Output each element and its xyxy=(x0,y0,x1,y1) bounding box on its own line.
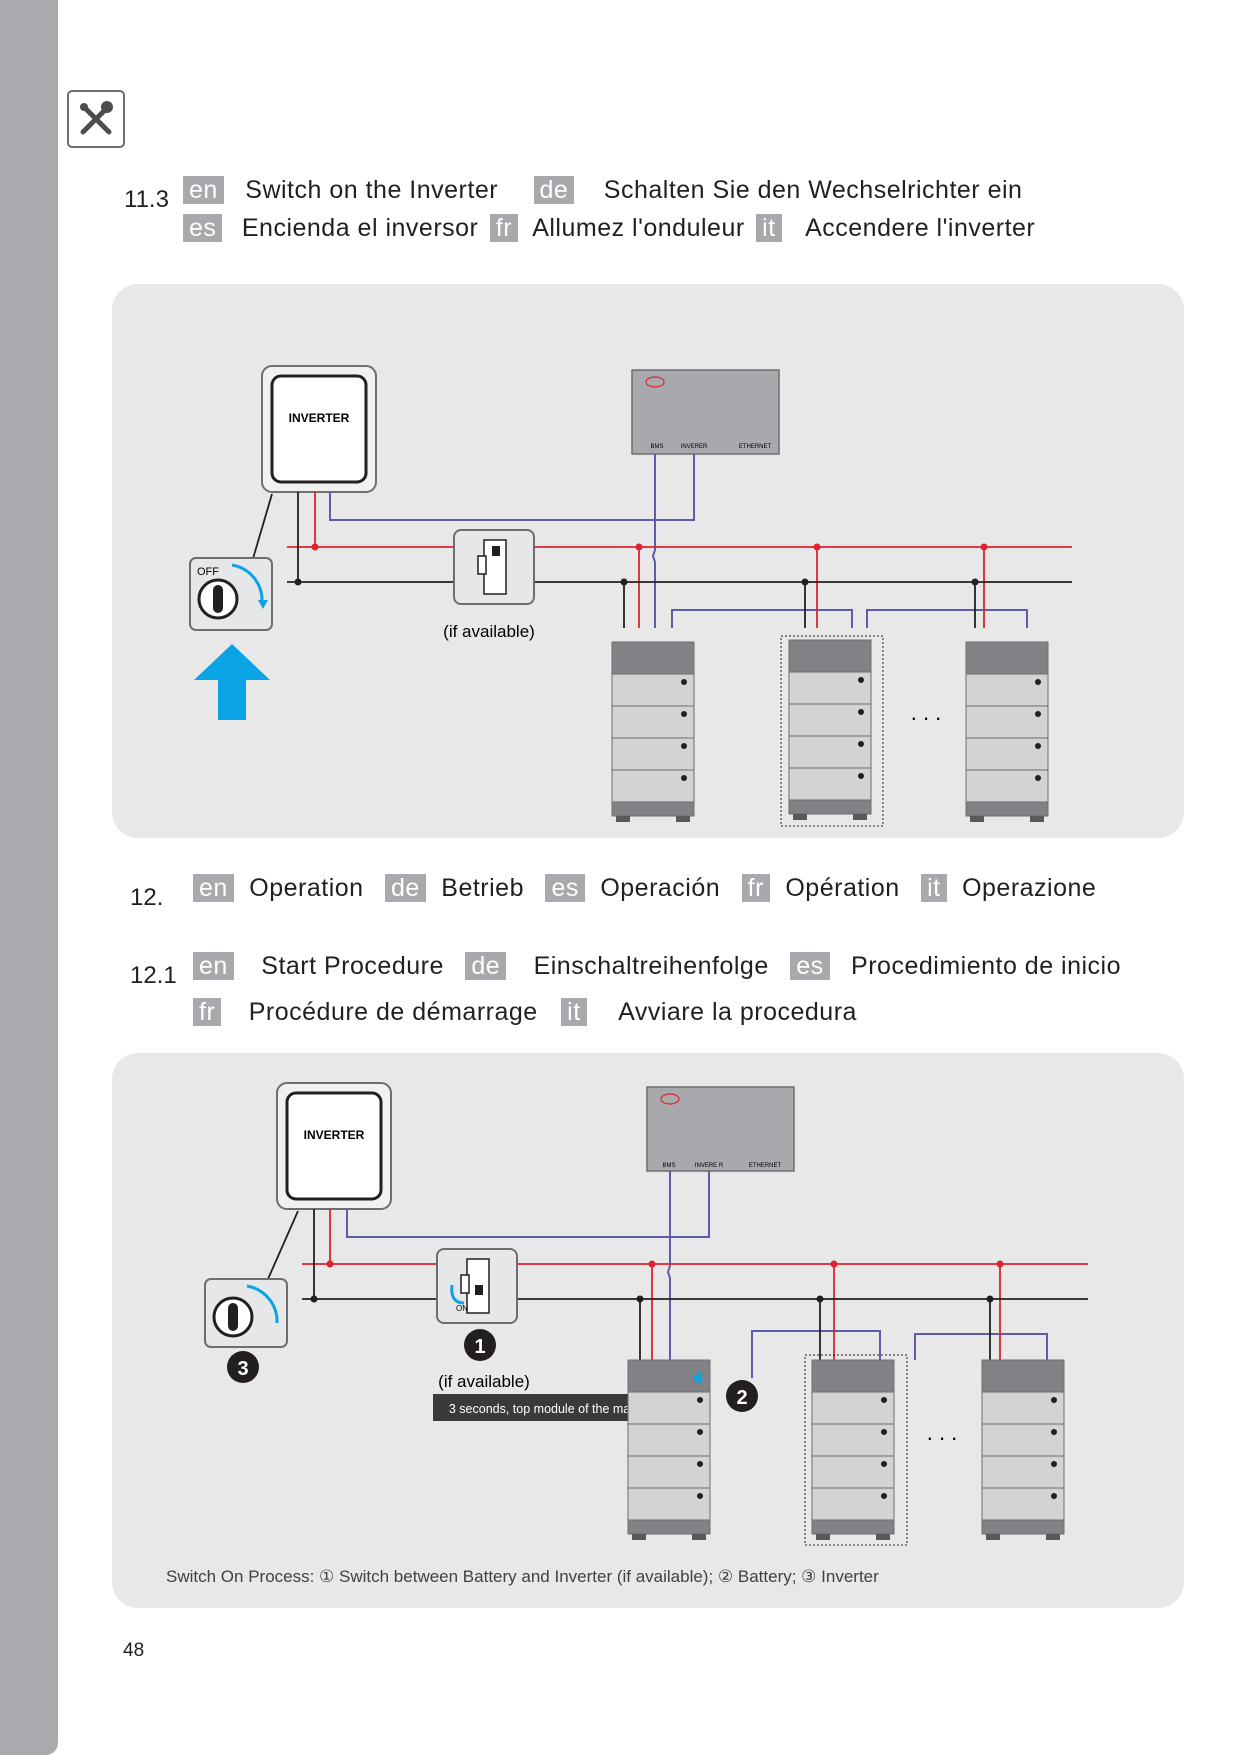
heading-de: Schalten Sie den Wechselrichter ein xyxy=(603,176,1023,204)
bmu-port-inverter: INVERER xyxy=(681,444,708,450)
heading-de: Einschaltreihenfolge xyxy=(533,952,769,980)
heading-es: Operación xyxy=(600,874,721,902)
lang-tag-en: en xyxy=(193,874,234,902)
lang-tag-de: de xyxy=(465,952,507,980)
bmu-port-inverter: INVERE R xyxy=(695,1163,724,1169)
heading-fr: Opération xyxy=(785,874,900,902)
heading-de: Betrieb xyxy=(441,874,524,902)
rotary-switch-icon: OFF xyxy=(189,557,273,631)
inverter-label: INVERTER xyxy=(289,411,350,425)
circuit-breaker-icon: ON xyxy=(436,1248,518,1324)
lang-tag-de: de xyxy=(385,874,426,902)
lang-tag-it: it xyxy=(561,998,587,1026)
lang-tag-en: en xyxy=(193,952,234,980)
side-bar xyxy=(0,0,58,1755)
lang-tag-fr: fr xyxy=(193,998,222,1026)
lang-tag-fr: fr xyxy=(489,214,519,242)
inverter-label: INVERTER xyxy=(304,1128,365,1142)
heading-en: Switch on the Inverter xyxy=(245,176,499,204)
heading-en: Operation xyxy=(249,874,364,902)
tools-icon xyxy=(67,90,125,148)
if-available-label: (if available) xyxy=(438,1372,530,1391)
heading-it: Accendere l'inverter xyxy=(805,214,1036,242)
bmu-box: BMS INVERER ETHERNET xyxy=(631,369,780,455)
heading-es: Procedimiento de inicio xyxy=(851,952,1122,980)
bmu-port-bms: BMS xyxy=(650,444,663,450)
battery-tower-3 xyxy=(981,1359,1065,1540)
heading-line-3: en Operation de Betrieb es Operación fr … xyxy=(193,874,1096,903)
tooltip-label: 3 seconds, top module of the master towe… xyxy=(449,1402,685,1416)
heading-it: Operazione xyxy=(962,874,1097,902)
lang-tag-de: de xyxy=(533,176,575,204)
lang-tag-es: es xyxy=(183,214,223,242)
up-arrow-icon xyxy=(194,644,270,720)
step-2-badge: 2 xyxy=(736,1387,747,1409)
lang-tag-es: es xyxy=(545,874,585,902)
heading-es: Encienda el inversor xyxy=(241,214,479,242)
heading-line-5: fr Procédure de démarrage it Avviare la … xyxy=(193,998,857,1027)
section-number: 11.3 xyxy=(124,186,169,213)
ellipsis: . . . xyxy=(911,700,942,725)
battery-tower-2 xyxy=(780,635,884,827)
switch-off-label: OFF xyxy=(197,566,219,578)
section-number: 12.1 xyxy=(130,962,177,989)
heading-line-4: en Start Procedure de Einschaltreihenfol… xyxy=(193,952,1121,981)
heading-line-1: en Switch on the Inverter de Schalten Si… xyxy=(183,176,1022,205)
lang-tag-es: es xyxy=(790,952,830,980)
battery-tower-2 xyxy=(804,1354,908,1546)
diagram-start-procedure: INVERTER BMS INVERE R ETHERNET xyxy=(112,1053,1184,1608)
lang-tag-en: en xyxy=(183,176,224,204)
battery-tower-3 xyxy=(965,641,1049,822)
heading-fr: Procédure de démarrage xyxy=(248,998,538,1026)
circuit-breaker-icon xyxy=(453,529,535,605)
lang-tag-fr: fr xyxy=(741,874,770,902)
heading-line-2: es Encienda el inversor fr Allumez l'ond… xyxy=(183,214,1035,243)
section-number: 12. xyxy=(130,884,164,911)
bmu-port-ethernet: ETHERNET xyxy=(749,1163,782,1169)
heading-it: Avviare la procedura xyxy=(618,998,857,1026)
rotary-switch-icon xyxy=(204,1278,288,1348)
battery-tower-1 xyxy=(611,641,695,822)
bmu-port-ethernet: ETHERNET xyxy=(739,444,772,450)
heading-en: Start Procedure xyxy=(261,952,444,980)
diagram-switch-on-inverter: INVERTER BMS INVERER ETHERNET xyxy=(112,284,1184,838)
bmu-box: BMS INVERE R ETHERNET xyxy=(646,1086,795,1172)
inverter-box: INVERTER xyxy=(261,365,377,493)
lang-tag-it: it xyxy=(921,874,947,902)
page-number: 48 xyxy=(123,1640,145,1661)
step-3-badge: 3 xyxy=(237,1358,248,1380)
lang-tag-it: it xyxy=(756,214,782,242)
switch-on-process-caption: Switch On Process: ① Switch between Batt… xyxy=(166,1567,879,1586)
if-available-label: (if available) xyxy=(443,622,535,641)
breaker-on-label: ON xyxy=(456,1304,468,1313)
battery-tower-1 xyxy=(627,1359,711,1540)
bmu-port-bms: BMS xyxy=(662,1163,675,1169)
step-1-badge: 1 xyxy=(474,1336,485,1358)
heading-fr: Allumez l'onduleur xyxy=(532,214,745,242)
ellipsis: . . . xyxy=(927,1420,958,1445)
inverter-box: INVERTER xyxy=(276,1082,392,1210)
